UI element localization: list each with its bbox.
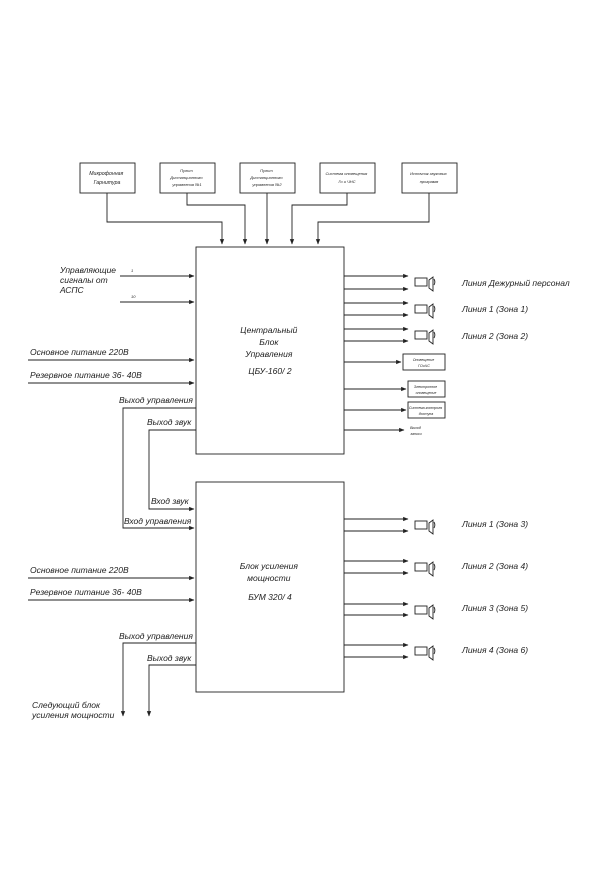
next-block-label: Следующий блок усиления мощности [31, 700, 115, 720]
svg-text:Пульт Дистанционного: Пульт Дистанционного управления №2 [249, 168, 283, 187]
svg-text:Блок усиления мощности: Блок усиления мощности БУМ 320/ 4 [240, 561, 301, 602]
main-power-2-label: Основное питание 220В [30, 565, 129, 575]
next-block-links [120, 642, 196, 717]
amp-unit-title: мощности [247, 573, 291, 583]
control-out-label: Выход управления [119, 395, 193, 405]
reserve-power-label: Резервное питание 36- 40В [30, 370, 142, 380]
source-label: Дистанционного [249, 175, 283, 180]
sound-out-2-label: Выход звук [147, 653, 192, 663]
control-in-label: Вход управления [124, 516, 192, 526]
source-label: Гарнитура [94, 180, 121, 186]
central-speaker-line-0: Линия Дежурный персонал [344, 273, 570, 292]
svg-text:Пульт Дистанционного: Пульт Дистанционного управления №1 [169, 168, 203, 187]
svg-text:Микрофонная Гарнитура: Микрофонная Гарнитура [89, 171, 125, 186]
signal-1-label: 1 [131, 268, 133, 273]
amp-speaker-line-2: Линия 3 (Зона 5) [344, 601, 528, 620]
output-box-electronic-alert: Электронное оповещение [344, 380, 446, 398]
speaker-line-label: Линия 3 (Зона 5) [461, 603, 528, 613]
central-speaker-line-1: Линия 1 (Зона 1) [344, 300, 528, 319]
speaker-line-label: Линия 4 (Зона 6) [461, 645, 528, 655]
amp-speaker-line-0: Линия 1 (Зона 3) [344, 516, 528, 535]
signal-10-label: 10 [131, 294, 136, 299]
source-label: Пульт [260, 168, 273, 173]
apps-label: Управляющие сигналы от АСПС [59, 265, 118, 295]
speaker-line-label: Линия 1 (Зона 3) [461, 519, 528, 529]
svg-text:Выход записи: Выход записи [409, 426, 422, 436]
source-box-audio-source: Источник звуковых программ [401, 162, 458, 194]
source-box-remote-2: Пульт Дистанционного управления №2 [239, 162, 296, 194]
output-record: Выход записи [344, 426, 422, 436]
sound-out-label: Выход звук [147, 417, 192, 427]
amp-unit-title: Блок усиления [240, 561, 299, 571]
central-unit-title: Управления [244, 349, 293, 359]
output-box-access-control: Система контроля доступа [344, 401, 446, 419]
source-label: Пульт [180, 168, 193, 173]
source-label: Система оповещения [326, 171, 369, 176]
central-speaker-line-2: Линия 2 (Зона 2) [344, 326, 528, 345]
source-box-remote-1: Пульт Дистанционного управления №1 [159, 162, 216, 194]
control-out-2-label: Выход управления [119, 631, 193, 641]
svg-text:Система оповещения Го и: Система оповещения Го и ЧНС [326, 171, 369, 184]
apps-control-signals: Управляющие сигналы от АСПС 1 10 [59, 265, 195, 305]
source-label: программ [420, 179, 439, 184]
svg-text:Оповещение ГОиЧС: Оповещение ГОиЧС [413, 358, 436, 368]
speaker-line-label: Линия Дежурный персонал [461, 278, 570, 288]
inter-unit-links [122, 407, 196, 531]
central-unit-model: ЦБУ-160/ 2 [248, 366, 291, 376]
svg-text:Центральный Блок У: Центральный Блок Управления ЦБУ-160/ 2 [240, 325, 299, 376]
source-label: управления №2 [251, 182, 282, 187]
source-box-microphone: Микрофонная Гарнитура [79, 162, 136, 194]
svg-text:Система контроля доступа: Система контроля доступа [409, 406, 443, 416]
main-power-label: Основное питание 220В [30, 347, 129, 357]
source-label: управления №1 [171, 182, 201, 187]
source-label: Дистанционного [169, 175, 203, 180]
amp-unit-model: БУМ 320/ 4 [248, 592, 292, 602]
central-unit-title: Блок [259, 337, 279, 347]
source-label: Го и ЧНС [338, 179, 355, 184]
source-label: Микрофонная [89, 171, 123, 177]
svg-text:Электронное оповещение: Электронное оповещение [414, 385, 438, 395]
power-amplifier-unit: Блок усиления мощности БУМ 320/ 4 [195, 481, 345, 693]
output-box-civil-defense: Оповещение ГОиЧС [344, 353, 446, 371]
speaker-line-label: Линия 2 (Зона 2) [461, 331, 528, 341]
speaker-line-label: Линия 2 (Зона 4) [461, 561, 528, 571]
reserve-power-2-label: Резервное питание 36- 40В [30, 587, 142, 597]
central-control-unit: Центральный Блок Управления ЦБУ-160/ 2 [195, 246, 345, 455]
central-unit-title: Центральный [240, 325, 297, 335]
sound-in-label: Вход звук [151, 496, 190, 506]
source-label: Источник звуковых [410, 171, 448, 176]
speaker-line-label: Линия 1 (Зона 1) [461, 304, 528, 314]
source-connectors [106, 193, 430, 245]
source-box-civil-defense: Система оповещения Го и ЧНС [319, 162, 376, 194]
svg-text:Источник звуковых програ: Источник звуковых программ [410, 171, 448, 184]
amp-speaker-line-3: Линия 4 (Зона 6) [344, 642, 528, 661]
amp-speaker-line-1: Линия 2 (Зона 4) [344, 558, 528, 577]
